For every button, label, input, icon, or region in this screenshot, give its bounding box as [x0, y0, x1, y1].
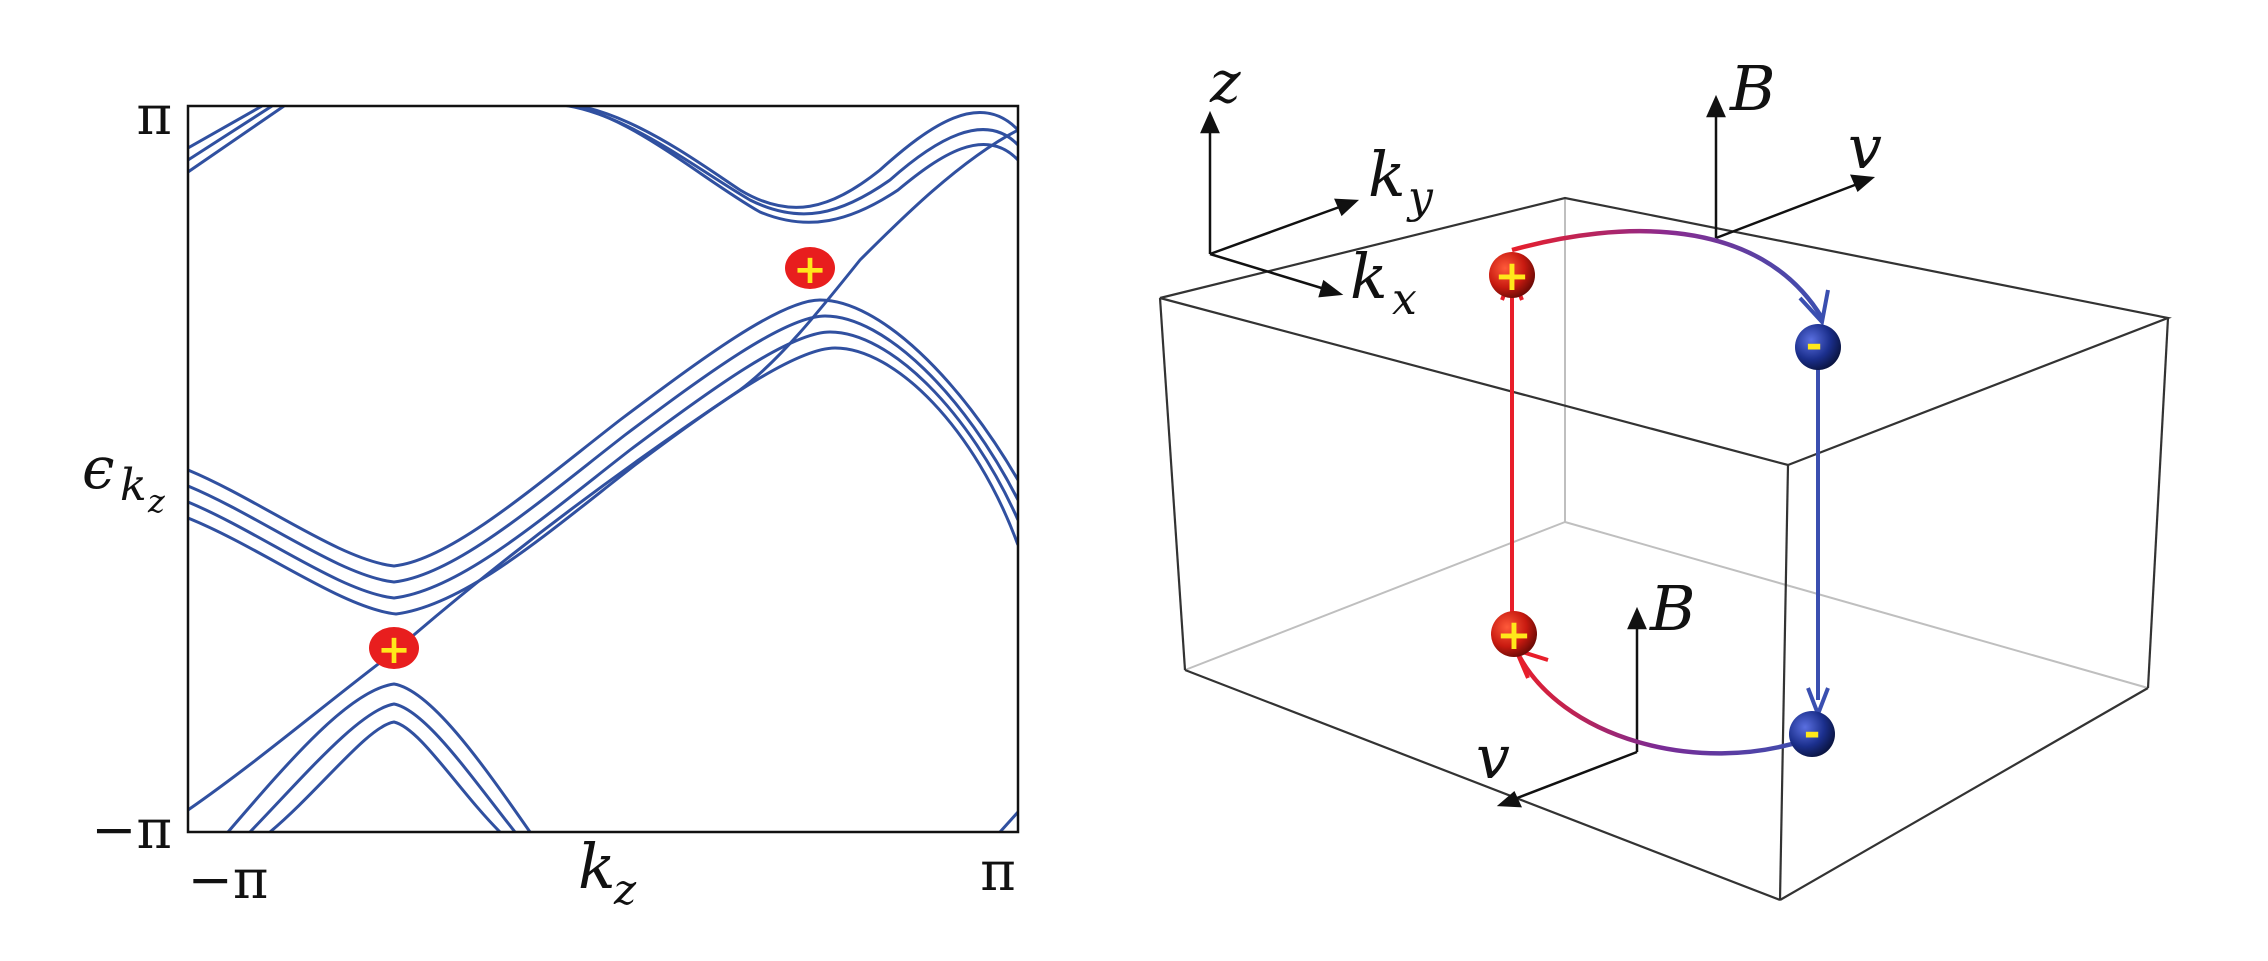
band-line — [188, 298, 1018, 568]
node-sign-minus: - — [1806, 322, 1823, 368]
x-tick-right: π — [980, 840, 1016, 903]
band-line — [188, 314, 1018, 584]
bottom-arc — [1513, 649, 1806, 756]
axis-z-label: z — [1209, 48, 1241, 116]
x-label-sub-z: z — [613, 865, 637, 914]
top-arc — [1511, 228, 1824, 320]
band-line — [269, 720, 502, 832]
top-velocity-label: v — [1848, 113, 1882, 183]
band-line — [188, 106, 285, 174]
band-line — [226, 682, 532, 832]
brillouin-box-panel: z k y k x B v B v — [1158, 48, 2172, 902]
bottom-velocity-label: v — [1476, 723, 1510, 793]
node-minus-bottom: - — [1789, 710, 1835, 757]
band-line — [188, 106, 273, 162]
band-line — [188, 106, 263, 150]
x-tick-left: −π — [188, 848, 269, 911]
x-axis-label: k z — [578, 830, 637, 914]
node-sign-plus: + — [793, 247, 827, 293]
box-hidden-edges — [1184, 198, 2149, 689]
x-label-k: k — [578, 830, 616, 903]
plot-frame — [186, 104, 1020, 834]
node-plus-top: + — [1489, 251, 1535, 300]
box-edges — [1158, 196, 2172, 902]
axis-ky-label: k — [1368, 138, 1406, 211]
band-lines — [188, 106, 1018, 832]
y-label-sub-z: z — [147, 482, 166, 520]
band-line — [563, 106, 1018, 224]
band-line — [248, 702, 517, 832]
node-sign-plus: + — [377, 627, 411, 673]
band-line — [188, 330, 1018, 600]
axis-ky-sub: y — [1406, 172, 1434, 223]
top-vectors — [1706, 94, 1876, 240]
y-label-epsilon: ϵ — [82, 434, 114, 502]
band-line — [998, 810, 1018, 832]
bottom-vectors — [1496, 606, 1647, 808]
top-arc-arrowhead — [1798, 289, 1830, 327]
y-axis-label: ϵ k z — [82, 434, 166, 520]
node-plus-bottom: + — [1491, 610, 1537, 659]
weyl-node-lower: + — [369, 627, 419, 673]
band-structure-panel: + + π −π −π π ϵ k z k z — [82, 84, 1020, 914]
coordinate-axes — [1200, 110, 1360, 298]
band-line — [188, 346, 1018, 616]
bottom-field-label: B — [1649, 572, 1696, 645]
node-sign-plus: + — [1496, 610, 1531, 659]
band-line — [571, 106, 1018, 209]
axis-kx-sub: x — [1392, 274, 1417, 325]
weyl-node-upper: + — [785, 247, 835, 293]
node-sign-plus: + — [1494, 251, 1529, 300]
node-minus-top: - — [1795, 322, 1841, 370]
top-field-label: B — [1729, 52, 1776, 125]
y-tick-bottom: −π — [91, 798, 172, 861]
axis-kx-label: k — [1350, 240, 1388, 313]
y-label-sub-k: k — [120, 460, 147, 511]
y-tick-top: π — [137, 84, 173, 147]
node-sign-minus: - — [1804, 710, 1821, 756]
